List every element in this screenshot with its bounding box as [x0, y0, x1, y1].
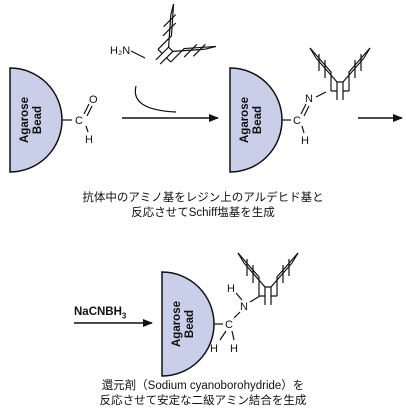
aldehyde-oxygen: O — [89, 94, 98, 106]
amine-hydrogen: H — [227, 283, 235, 295]
bead-2-label-bead: Bead — [252, 106, 264, 134]
agarose-bead-3 — [161, 271, 215, 377]
bead-1-label-agarose: Agarose — [19, 97, 31, 143]
methylene-carbon: C — [225, 319, 233, 331]
imine-nitrogen: N — [305, 93, 313, 105]
antibody-2 — [309, 47, 371, 101]
agarose-bead-2 — [229, 67, 283, 173]
methylene-hydrogen-1: H — [210, 343, 218, 355]
imine-carbon: C — [293, 115, 301, 127]
bead-3-label-agarose: Agarose — [171, 301, 183, 347]
antibody-3 — [237, 252, 299, 306]
bead-1-label-bead: Bead — [32, 106, 44, 134]
reducing-reagent-label: NaCNBH3 — [74, 306, 126, 320]
caption-2-line-2: 反応させて安定な二級アミン結合を生成 — [99, 395, 307, 407]
amine-label: H₂N — [110, 45, 130, 57]
bead-2-label-agarose: Agarose — [239, 97, 251, 143]
caption-1: 抗体中のアミノ基をレジン上のアルデヒド基と 反応させてSchiff塩基を生成 — [0, 191, 406, 221]
aldehyde-hydrogen: H — [85, 134, 93, 146]
reagent-subscript: 3 — [121, 311, 127, 321]
caption-2-line-1: 還元剤（Sodium cyanoborohydride）を — [101, 380, 305, 392]
antibody-1 — [136, 3, 217, 84]
methylene-hydrogen-2: H — [230, 343, 238, 355]
caption-2: 還元剤（Sodium cyanoborohydride）を 反応させて安定な二級… — [0, 379, 406, 409]
reaction-curve — [134, 85, 177, 113]
imine-hydrogen: H — [301, 135, 309, 147]
caption-1-line-2: 反応させてSchiff塩基を生成 — [131, 207, 275, 219]
agarose-bead-1 — [9, 67, 63, 173]
bead-3-label-bead: Bead — [184, 310, 196, 338]
caption-1-line-1: 抗体中のアミノ基をレジン上のアルデヒド基と — [82, 192, 324, 204]
reagent-formula: NaCNBH — [74, 306, 122, 318]
aldehyde-carbon: C — [75, 115, 83, 127]
amine-nitrogen: N — [240, 301, 248, 313]
